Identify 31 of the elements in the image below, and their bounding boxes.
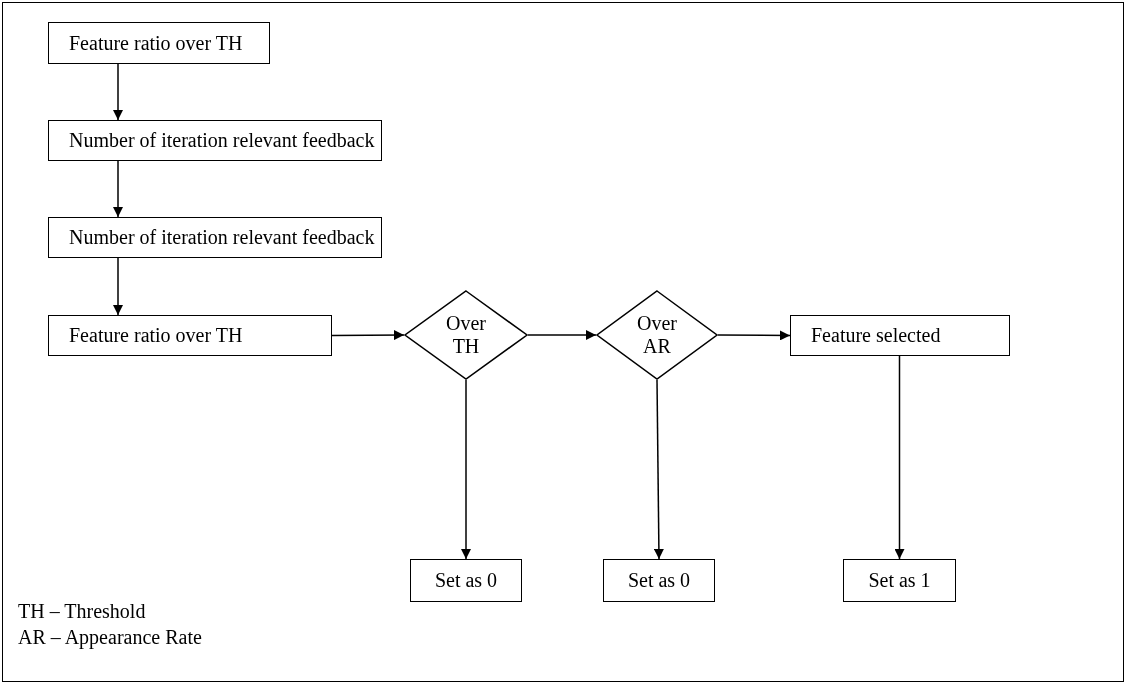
legend-note: AR – Appearance Rate <box>18 626 202 649</box>
process-box <box>48 315 332 356</box>
node-text: Set as 1 <box>868 569 931 592</box>
arrow <box>113 257 123 316</box>
decision-diamond <box>596 290 718 380</box>
process-box <box>843 559 956 602</box>
process-box <box>48 120 382 161</box>
arrow <box>527 330 597 340</box>
process-box <box>48 217 382 258</box>
arrow <box>331 330 405 341</box>
node-text: Set as 0 <box>434 569 498 592</box>
process-box <box>603 559 715 602</box>
node-text: Feature selected <box>811 324 941 347</box>
arrow <box>653 379 664 560</box>
arrow <box>113 63 123 121</box>
process-box <box>48 22 270 64</box>
legend-note: TH – Threshold <box>18 600 146 623</box>
node-text: Over AR <box>636 312 678 358</box>
arrow <box>894 355 905 560</box>
arrow <box>461 379 471 560</box>
node-text: Number of iteration relevant feedback <box>69 226 375 249</box>
node-text: Feature ratio over TH <box>69 324 243 347</box>
node-text: Set as 0 <box>627 569 691 592</box>
arrow <box>717 330 791 341</box>
process-box <box>410 559 522 602</box>
node-text: Feature ratio over TH <box>69 31 243 55</box>
node-text: Over TH <box>445 312 487 358</box>
arrow <box>113 160 123 218</box>
process-box <box>790 315 1010 356</box>
decision-diamond <box>404 290 528 380</box>
node-text: Number of iteration relevant feedback <box>69 129 375 152</box>
